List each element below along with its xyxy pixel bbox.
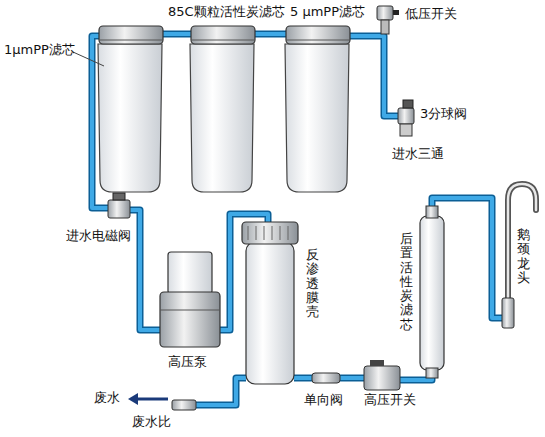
ball-valve: [398, 108, 414, 124]
faucet-highlight: [508, 184, 536, 300]
tube: [252, 31, 288, 38]
high-pressure-switch: [364, 366, 400, 390]
part-label: 低压开关: [405, 6, 457, 22]
filter-housing: [98, 26, 163, 192]
tube: [196, 378, 246, 405]
pump-motor: [168, 252, 212, 294]
filter-housing: [190, 26, 255, 192]
waste-ratio-valve: [172, 400, 196, 410]
tube: [252, 32, 288, 36]
membrane-cap: [242, 222, 298, 244]
vertical-label: 鹅颈龙头: [517, 228, 530, 285]
waste-arrow: [136, 398, 168, 401]
tube: [160, 32, 194, 36]
part-label: 5 μmPP滤芯: [290, 4, 365, 20]
tube: [294, 375, 312, 382]
tube: [294, 376, 312, 380]
tube: [160, 31, 194, 38]
vertical-label: 后置活性炭滤芯: [400, 232, 413, 332]
tube: [347, 36, 398, 116]
tube: [128, 210, 160, 330]
part-label: 高压开关: [364, 392, 416, 408]
valve-handle: [403, 100, 413, 108]
part-label: 进水三通: [392, 146, 444, 162]
filter-fitting: [426, 368, 438, 378]
filter-housing: [285, 26, 350, 192]
switch-terminal: [393, 10, 399, 15]
faucet-neck: [508, 184, 536, 300]
solenoid-coil: [113, 193, 125, 200]
check-valve: [312, 373, 340, 383]
faucet-base: [502, 298, 514, 328]
switch-terminal: [370, 360, 384, 366]
tube: [347, 36, 398, 116]
part-label: 1μmPP滤芯: [4, 42, 75, 58]
part-label: 废水比: [132, 414, 171, 430]
part-label: 单向阀: [304, 392, 343, 408]
tube: [340, 375, 364, 382]
part-label: 高压泵: [168, 354, 207, 370]
pump-seam: [160, 310, 220, 311]
low-pressure-switch: [377, 6, 393, 20]
inlet-tee: [400, 124, 412, 136]
leader-line: [73, 52, 104, 66]
tube: [128, 210, 160, 330]
waste-arrowhead: [128, 393, 138, 405]
vertical-label: 反渗透膜壳: [306, 248, 319, 319]
part-label: 废水: [94, 390, 120, 406]
tube: [340, 376, 364, 380]
filter-fitting: [426, 206, 438, 218]
switch-stem: [381, 20, 389, 34]
part-label: 85C颗粒活性炭滤芯: [168, 4, 285, 20]
post-carbon-filter: [420, 216, 444, 370]
solenoid-valve: [108, 200, 130, 218]
part-label: 进水电磁阀: [66, 228, 131, 244]
tube: [196, 378, 246, 405]
pump-base: [160, 292, 220, 347]
membrane-housing: [246, 242, 294, 384]
part-label: 3分球阀: [420, 106, 467, 122]
